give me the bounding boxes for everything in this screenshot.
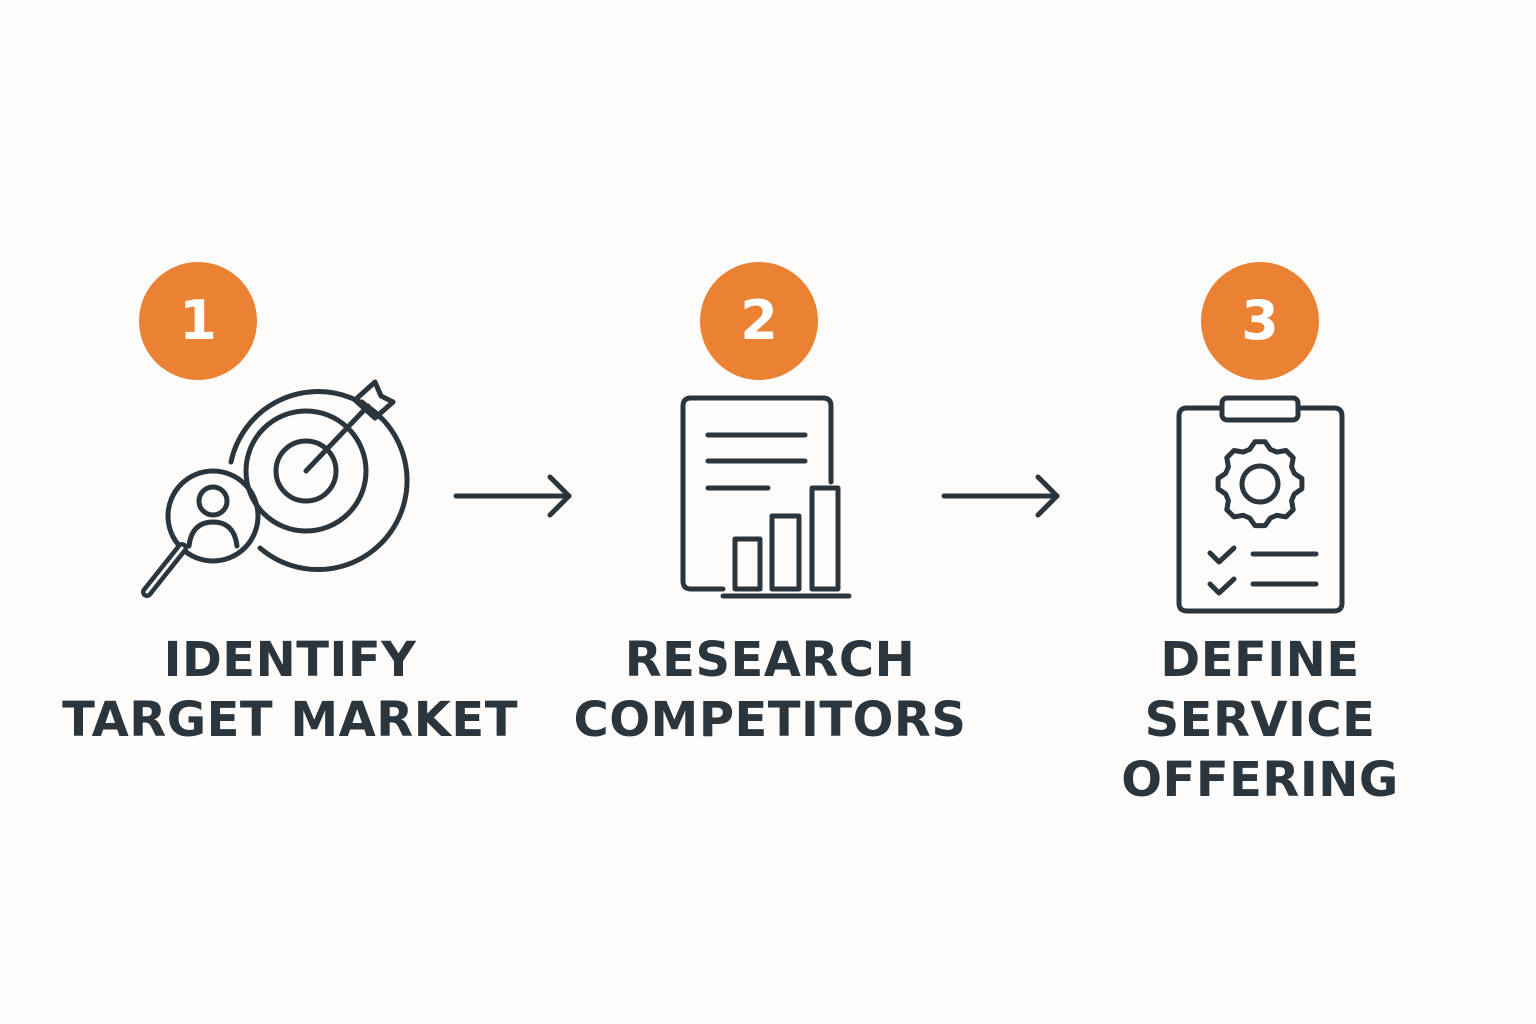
clipboard-gear-checklist-icon	[1176, 395, 1345, 614]
report-bar-chart-icon	[680, 395, 852, 599]
step-3-title: DEFINE SERVICE OFFERING	[1030, 630, 1490, 810]
step-1-title-line-1: IDENTIFY	[163, 632, 417, 688]
step-3-number-badge: 3	[1201, 262, 1319, 380]
step-2-title-line-1: RESEARCH	[624, 632, 916, 688]
step-3-title-line-2: SERVICE	[1144, 692, 1376, 748]
step-1-title-line-2: TARGET MARKET	[62, 692, 518, 748]
step-3-title-line-3: OFFERING	[1121, 752, 1399, 808]
step-2-title: RESEARCH COMPETITORS	[540, 630, 1000, 750]
step-3-title-line-1: DEFINE	[1160, 632, 1360, 688]
arrow-right-icon	[453, 474, 572, 518]
step-1-title: IDENTIFY TARGET MARKET	[60, 630, 520, 750]
arrow-right-icon	[941, 474, 1060, 518]
step-1-number-badge: 1	[139, 262, 257, 380]
step-2-number-badge: 2	[700, 262, 818, 380]
step-2-title-line-2: COMPETITORS	[573, 692, 967, 748]
target-magnifier-person-icon	[141, 379, 410, 598]
